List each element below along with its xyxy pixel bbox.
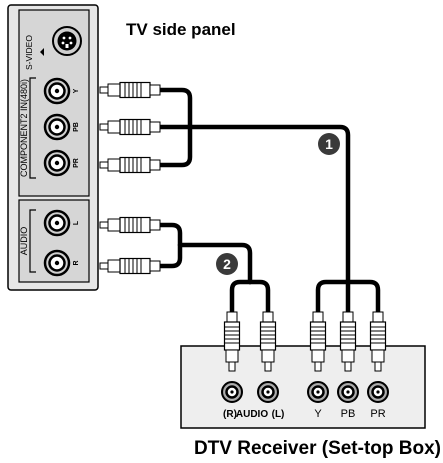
component-pb-jack[interactable] [43, 113, 71, 141]
cables [157, 87, 381, 315]
tv-side-panel: S-VIDEO COMPONENT2 IN(480i) Y PB PR AUDI… [7, 4, 99, 291]
svideo-label: S-VIDEO [24, 35, 34, 70]
plug-receiver-pb [339, 311, 357, 372]
plug-component-pb [99, 118, 161, 136]
receiver-y-jack[interactable] [306, 380, 330, 404]
plug-audio-l [99, 216, 161, 234]
audio-l-jack[interactable] [43, 209, 71, 237]
audio-bracket [29, 209, 36, 273]
plug-receiver-audio-l [259, 311, 277, 372]
receiver-audio-label-r: (R) [223, 409, 237, 420]
cable-audio-loop [157, 222, 183, 269]
svg-text:1: 1 [325, 136, 333, 152]
plug-audio-r [99, 257, 161, 275]
component-pr-jack[interactable] [43, 149, 71, 177]
plug-receiver-pr [369, 311, 387, 372]
audio-r-jack[interactable] [43, 249, 71, 277]
dtv-receiver-box: (R) AUDIO (L) Y PB PR [180, 345, 426, 429]
receiver-audio-l-jack[interactable] [256, 380, 280, 404]
receiver-pr-jack[interactable] [366, 380, 390, 404]
cable-fan-left [315, 279, 351, 315]
component-pr-label: PR [73, 158, 80, 168]
cable-audio-run [177, 242, 253, 285]
receiver-audio-r-jack[interactable] [220, 380, 244, 404]
component-bracket [29, 77, 36, 179]
step-badge-2: 2 [216, 253, 238, 275]
plug-receiver-y [309, 311, 327, 372]
receiver-title: DTV Receiver (Set-top Box) [194, 438, 441, 459]
receiver-y-label: Y [314, 408, 322, 420]
plug-component-y [99, 81, 161, 99]
receiver-audio-label: AUDIO [236, 409, 268, 420]
svideo-jack [52, 26, 82, 56]
svg-text:2: 2 [223, 256, 231, 272]
arrow-icon [40, 48, 44, 56]
cable-audio-fan-right [247, 279, 271, 315]
component-label: COMPONENT2 IN(480i) [19, 79, 29, 177]
step-badge-1: 1 [318, 133, 340, 155]
cable-audio-fan-left [229, 279, 253, 315]
component-y-jack[interactable] [43, 77, 71, 105]
receiver-pr-label: PR [370, 408, 385, 420]
component-y-label: Y [73, 88, 80, 93]
tv-panel-title: TV side panel [126, 20, 236, 39]
receiver-pb-label: PB [341, 408, 356, 420]
receiver-pb-jack[interactable] [336, 380, 360, 404]
component-pb-label: PB [73, 122, 80, 132]
cable-y [187, 124, 351, 285]
receiver-audio-label-l: (L) [272, 409, 285, 420]
audio-r-label: R [73, 260, 80, 265]
audio-l-label: L [73, 220, 80, 225]
plug-receiver-audio-r [223, 311, 241, 372]
cable-fan-right [345, 279, 381, 315]
plug-component-pr [99, 156, 161, 174]
audio-label: AUDIO [19, 227, 29, 256]
